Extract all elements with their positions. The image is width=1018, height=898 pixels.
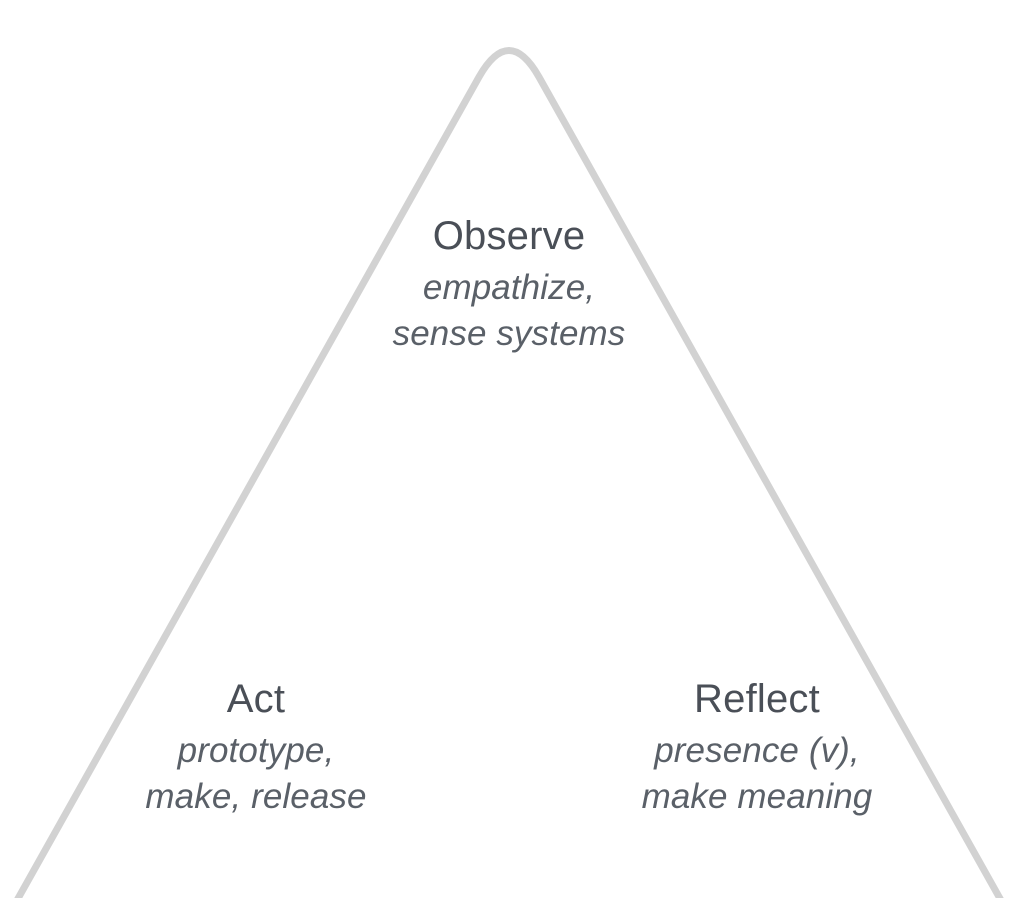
node-act-title: Act: [226, 677, 286, 721]
node-reflect: Reflect presence (v), make meaning: [642, 679, 873, 820]
node-observe: Observe empathize, sense systems: [393, 216, 626, 357]
node-observe-subtitle-line-2: sense systems: [392, 313, 626, 353]
node-reflect-subtitle-line-1: presence (v),: [654, 731, 860, 770]
node-observe-title: Observe: [432, 214, 586, 258]
node-act-subtitle-line-1: prototype,: [177, 731, 335, 770]
triangle-path: [14, 47, 1004, 898]
node-reflect-subtitle-line-2: make meaning: [641, 776, 873, 816]
node-observe-subtitle-line-1: empathize,: [422, 268, 596, 307]
node-act-subtitle-line-2: make, release: [145, 776, 367, 816]
node-reflect-title: Reflect: [694, 677, 820, 721]
node-act: Act prototype, make, release: [145, 679, 366, 820]
